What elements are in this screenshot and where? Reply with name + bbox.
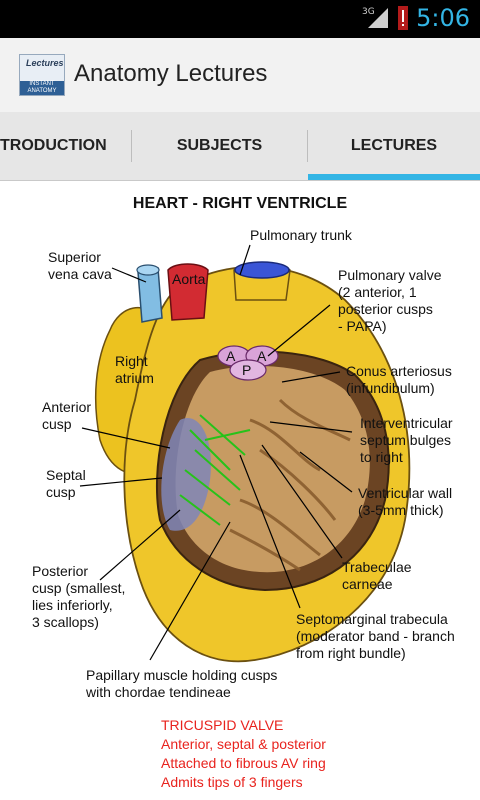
tab-divider — [131, 130, 132, 162]
label-septomarginal-trabecula: Septomarginal trabecula (moderator band … — [296, 611, 455, 661]
valve-label-a2: A — [257, 348, 267, 364]
note-attachment: Attached to fibrous AV ring — [161, 755, 326, 771]
label-pulmonary-trunk: Pulmonary trunk — [250, 227, 352, 243]
label-right-atrium: Right atrium — [115, 353, 154, 386]
tab-subjects[interactable]: SUBJECTS — [176, 137, 263, 154]
tab-introduction[interactable]: TRODUCTION — [0, 137, 107, 154]
note-cusps: Anterior, septal & posterior — [161, 736, 326, 752]
app-title: Anatomy Lectures — [74, 60, 268, 87]
lecture-content[interactable]: HEART - RIGHT VENTRICLE — [0, 181, 480, 800]
warning-icon — [398, 6, 408, 30]
label-ventricular-wall: Ventricular wall (3-5mm thick) — [358, 485, 453, 518]
label-interventricular-septum: Interventricular septum bulges to right — [360, 415, 453, 465]
valve-label-p: P — [242, 362, 252, 378]
label-superior-vena-cava: Superior vena cava — [48, 249, 112, 282]
label-papillary-muscle: Papillary muscle holding cusps with chor… — [86, 667, 278, 700]
app-icon[interactable]: Lectures INSTANT ANATOMY — [19, 54, 65, 96]
tab-divider — [307, 130, 308, 162]
app-icon-subtext: INSTANT ANATOMY — [20, 81, 64, 95]
label-anterior-cusp: Anterior cusp — [42, 399, 92, 432]
tab-lectures[interactable]: LECTURES — [350, 137, 438, 154]
label-aorta: Aorta — [172, 271, 206, 287]
status-bar: 3G 5:06 — [0, 0, 480, 38]
selected-tab-indicator — [308, 174, 480, 180]
label-trabeculae-carneae: Trabeculae carneae — [342, 559, 412, 592]
label-posterior-cusp: Posterior cusp (smallest, lies inferiorl… — [32, 563, 126, 630]
network-type: 3G — [362, 7, 375, 17]
action-bar: Lectures INSTANT ANATOMY Anatomy Lecture… — [0, 38, 480, 113]
valve-label-a1: A — [226, 348, 236, 364]
heart-illustration — [79, 244, 411, 663]
label-septal-cusp: Septal cusp — [46, 467, 86, 500]
note-size: Admits tips of 3 fingers — [161, 774, 303, 790]
app-icon-text: Lectures — [26, 58, 64, 68]
label-pulmonary-valve: Pulmonary valve (2 anterior, 1 posterior… — [338, 267, 442, 334]
note-tricuspid-title: TRICUSPID VALVE — [161, 717, 284, 733]
label-conus-arteriosus: Conus arteriosus (infundibulum) — [346, 363, 452, 396]
signal-icon — [368, 8, 388, 28]
tab-bar: TRODUCTION SUBJECTS LECTURES — [0, 112, 480, 181]
clock: 5:06 — [416, 4, 470, 32]
lecture-title: HEART - RIGHT VENTRICLE — [132, 195, 348, 212]
